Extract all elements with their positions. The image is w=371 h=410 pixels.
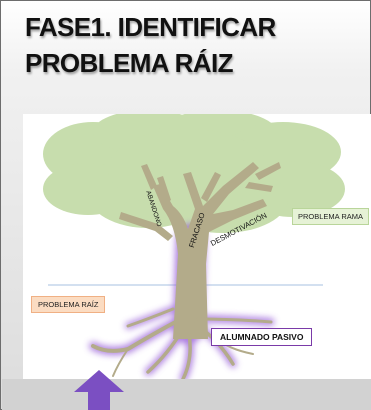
tree-diagram: ABANDONO FRACASO DESMOTIVACIÓN PROBLEMA … [23, 114, 371, 379]
tree-trunk [119, 162, 281, 339]
bottom-bar [2, 379, 371, 410]
tree-illustration [43, 114, 345, 379]
slide-title: FASE1. IDENTIFICAR PROBLEMA RÁIZ [25, 12, 276, 78]
alumnado-pasivo-box: ALUMNADO PASIVO [211, 328, 313, 346]
up-arrow-icon [74, 370, 124, 410]
problema-rama-box: PROBLEMA RAMA [292, 208, 370, 225]
problema-raiz-box: PROBLEMA RAÍZ [31, 296, 106, 313]
